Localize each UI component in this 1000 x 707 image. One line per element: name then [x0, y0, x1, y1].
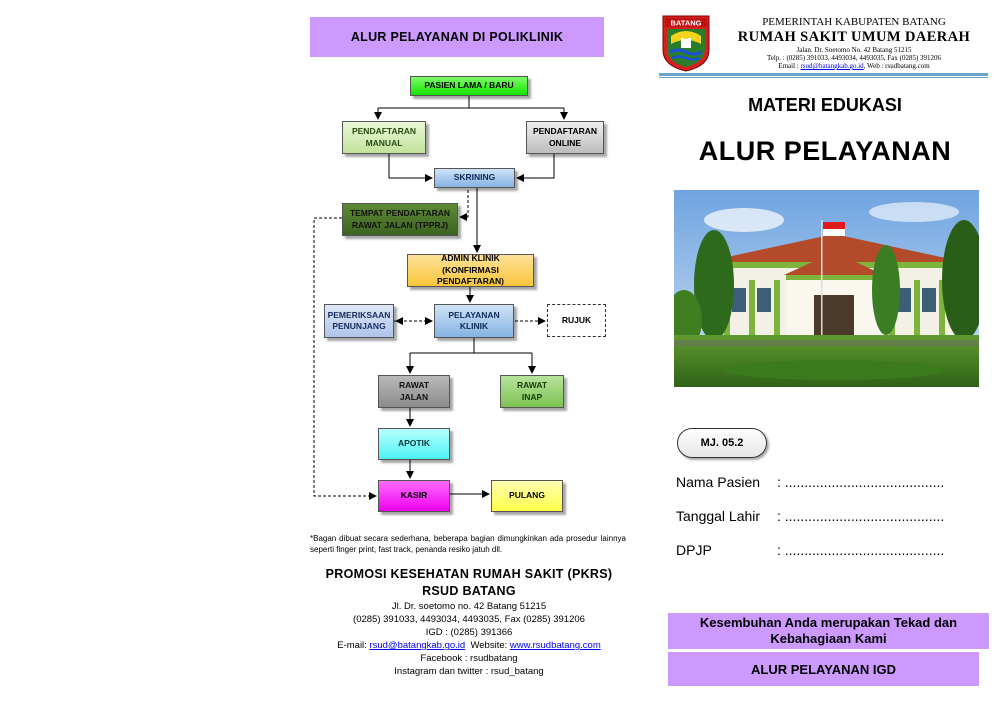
- field-dpjp-label: DPJP: [676, 542, 712, 558]
- header-rule-thick: [659, 73, 988, 76]
- pkrs-email-link[interactable]: rsud@batangkab.go.id: [369, 640, 466, 651]
- field-nama-pasien-blank: : ......................................…: [777, 474, 945, 490]
- poliklinik-title: ALUR PELAYANAN DI POLIKLINIK: [350, 30, 564, 44]
- node-tpprj: TEMPAT PENDAFTARAN RAWAT JALAN (TPPRJ): [342, 203, 458, 236]
- node-rujuk: RUJUK: [547, 304, 606, 337]
- pkrs-website-link[interactable]: www.rsudbatang.com: [509, 640, 601, 651]
- node-pelayanan-klinik: PELAYANAN KLINIK: [434, 304, 514, 338]
- node-pendaftaran-manual: PENDAFTARAN MANUAL: [342, 121, 426, 154]
- pkrs-contact: E-mail: rsud@batangkab.go.id Website: ww…: [300, 640, 638, 651]
- pkrs-title: PROMOSI KESEHATAN RUMAH SAKIT (PKRS): [325, 567, 613, 581]
- node-pendaftaran-online: PENDAFTARAN ONLINE: [526, 121, 604, 154]
- hospital-photo: [674, 190, 979, 387]
- header-email-prefix: Email :: [778, 62, 801, 70]
- field-nama-pasien-label: Nama Pasien: [676, 474, 761, 490]
- node-admin-klinik: ADMIN KLINIK (KONFIRMASI PENDAFTARAN): [407, 253, 534, 287]
- pkrs-subtitle: RSUD BATANG: [422, 584, 516, 598]
- header-web: , Web : rsudbatang.com: [863, 62, 930, 70]
- header-contact: Email : rsud@batangkab.go.id, Web : rsud…: [715, 62, 993, 70]
- header-telp: Telp. : (0285) 391033, 4493034, 4493035,…: [766, 54, 942, 62]
- pkrs-igd: IGD : (0285) 391366: [425, 627, 513, 638]
- field-tanggal-lahir-label: Tanggal Lahir: [676, 508, 761, 524]
- field-dpjp-blank: : ......................................…: [777, 542, 945, 558]
- pkrs-instagram: Instagram dan twitter : rsud_batang: [394, 666, 544, 677]
- pkrs-facebook: Facebook : rsudbatang: [420, 653, 518, 664]
- igd-title: ALUR PELAYANAN IGD: [751, 661, 896, 677]
- pkrs-address: Jl. Dr. soetomo no. 42 Batang 51215: [391, 601, 547, 612]
- header-government: PEMERINTAH KABUPATEN BATANG: [762, 16, 946, 28]
- node-rawat-inap: RAWAT INAP: [500, 375, 564, 408]
- materi-edukasi-heading: MATERI EDUKASI: [748, 95, 902, 115]
- header-rule-thin: [659, 77, 988, 78]
- node-pulang: PULANG: [491, 480, 563, 512]
- node-apotik: APOTIK: [378, 428, 450, 460]
- cover-title: ALUR PELAYANAN: [698, 136, 952, 166]
- igd-title-band: ALUR PELAYANAN IGD: [668, 652, 979, 686]
- pkrs-email-label: E-mail:: [337, 640, 370, 651]
- node-skrining: SKRINING: [434, 168, 515, 188]
- header-address: Jalan. Dr. Soetomo No. 42 Batang 51215: [796, 46, 912, 54]
- motto-text: Kesembuhan Anda merupakan Tekad dan Keba…: [699, 615, 958, 646]
- pkrs-website-label: Website:: [465, 640, 510, 651]
- node-pasien: PASIEN LAMA / BARU: [410, 76, 528, 96]
- logo-text: BATANG: [671, 19, 702, 28]
- poliklinik-title-band: ALUR PELAYANAN DI POLIKLINIK: [310, 17, 604, 57]
- field-tanggal-lahir-blank: : ......................................…: [777, 508, 945, 524]
- node-kasir: KASIR: [378, 480, 450, 512]
- flowchart-note: *Bagan dibuat secara sederhana, beberapa…: [310, 534, 626, 555]
- header-hospital-name: RUMAH SAKIT UMUM DAERAH: [737, 29, 971, 45]
- motto-band: Kesembuhan Anda merupakan Tekad dan Keba…: [668, 613, 989, 649]
- pkrs-phone: (0285) 391033, 4493034, 4493035, Fax (02…: [353, 614, 585, 625]
- document-code-badge: MJ. 05.2: [677, 428, 767, 458]
- header-email-link[interactable]: rsud@batangkab.go.id: [800, 62, 864, 70]
- node-pemeriksaan-penunjang: PEMERIKSAAN PENUNJANG: [324, 304, 394, 338]
- batang-logo-icon: BATANG: [662, 15, 710, 72]
- node-rawat-jalan: RAWAT JALAN: [378, 375, 450, 408]
